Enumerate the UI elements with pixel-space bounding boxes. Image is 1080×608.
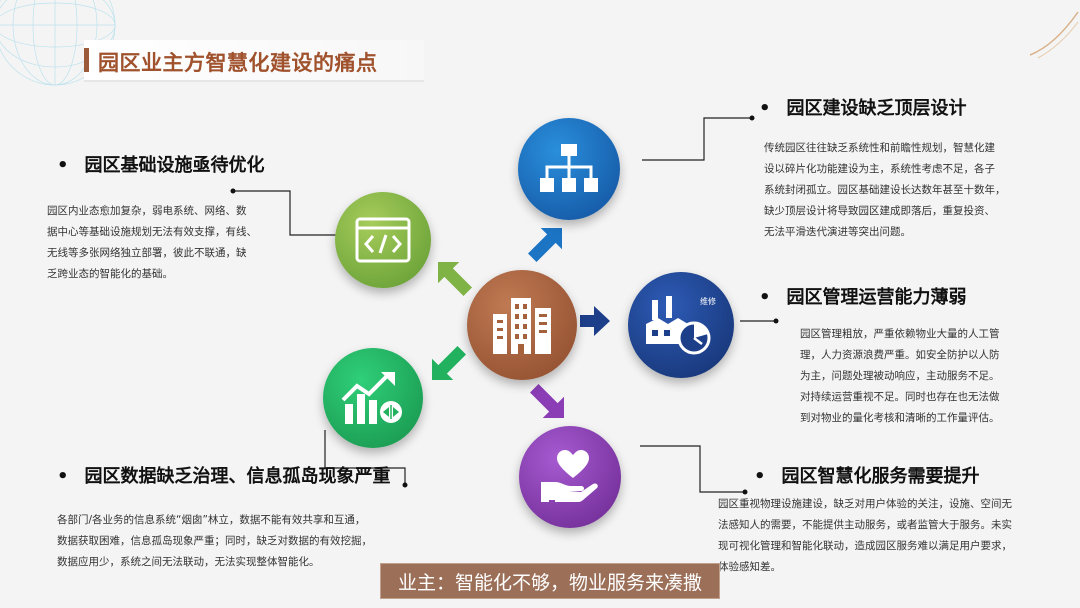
desc-line: 园区管理粗放，严重依赖物业大量的人工管 — [800, 328, 1000, 340]
buildings-icon — [493, 298, 551, 354]
code-window-icon — [355, 217, 411, 263]
heading-text: 园区智慧化服务需要提升 — [781, 466, 980, 487]
desc-line: 园区内业态愈加复杂，弱电系统、网络、数 — [47, 205, 247, 217]
arrow-to-infrastructure — [438, 262, 472, 296]
page-title: 园区业主方智慧化建设的痛点 — [98, 51, 378, 75]
heading-data: • 园区数据缺乏治理、信息孤岛现象严重 — [57, 462, 391, 488]
desc-line: 体验感知差。 — [718, 561, 781, 573]
desc-design: 传统园区往往缺乏系统性和前瞻性规划，智慧化建 设以碎片化功能建设为主，系统性考虑… — [764, 138, 1064, 243]
desc-line: 理，人力资源浪费严重。如安全防护以人防 — [800, 349, 1000, 361]
banner-text: 业主：智能化不够，物业服务来凑撒 — [397, 571, 702, 594]
title-accent — [84, 48, 89, 72]
heading-infrastructure: • 园区基础设施亟待优化 — [57, 151, 265, 177]
title-bar: 园区业主方智慧化建设的痛点 — [84, 40, 424, 82]
center-circle — [467, 270, 577, 380]
bullet: • — [57, 466, 69, 487]
bottom-banner: 业主：智能化不够，物业服务来凑撒 — [380, 563, 720, 599]
desc-line: 到对物业的量化考核和清晰的工作量评估。 — [800, 412, 1000, 424]
desc-line: 无法平滑迭代演进等突出问题。 — [764, 226, 911, 238]
desc-line: 园区重视物理设施建设，缺乏对用户体验的关注，设施、空间无 — [718, 498, 1012, 510]
operations-circle: 维修 — [628, 272, 734, 378]
desc-line: 设以碎片化功能建设为主，系统性考虑不足，各子 — [764, 163, 995, 175]
desc-service: 园区重视物理设施建设，缺乏对用户体验的关注，设施、空间无 法感知人的需要，不能提… — [718, 494, 1068, 578]
bullet: • — [754, 466, 766, 487]
desc-infrastructure: 园区内业态愈加复杂，弱电系统、网络、数 据中心等基础设施规划无法有效支撑，有线、… — [47, 201, 297, 285]
growth-chart-icon — [341, 372, 402, 424]
arrow-to-design — [528, 228, 562, 262]
desc-operations: 园区管理粗放，严重依赖物业大量的人工管 理，人力资源浪费严重。如安全防护以人防 … — [800, 324, 1070, 429]
heading-text: 园区建设缺乏顶层设计 — [786, 98, 967, 119]
heart-hand-icon — [541, 450, 598, 502]
desc-line: 为主，问题处理被动响应，主动服务不足。 — [800, 370, 1000, 382]
desc-line: 数据应用少，系统之间无法联动，无法实现整体智能化。 — [57, 556, 320, 568]
service-circle — [519, 426, 621, 528]
heading-operations: • 园区管理运营能力薄弱 — [759, 283, 967, 309]
bullet: • — [57, 155, 69, 176]
design-circle — [518, 118, 620, 220]
desc-line: 系统封闭孤立。园区基础建设长达数年甚至十数年， — [764, 184, 1006, 196]
swoosh-decoration — [1029, 11, 1079, 59]
org-chart-icon — [540, 144, 598, 192]
bullet: • — [759, 287, 771, 308]
heading-text: 园区管理运营能力薄弱 — [786, 287, 967, 308]
arrow-to-data — [432, 346, 466, 380]
factory-clock-icon: 维修 — [646, 296, 716, 355]
desc-line: 数据获取困难，信息孤岛现象严重；同时，缺乏对数据的有效挖掘， — [57, 535, 372, 547]
desc-line: 据中心等基础设施规划无法有效支撑，有线、 — [47, 226, 257, 238]
connector-service — [640, 445, 745, 493]
data-circle — [323, 348, 423, 448]
desc-line: 传统园区往往缺乏系统性和前瞻性规划，智慧化建 — [764, 142, 995, 154]
heading-design: • 园区建设缺乏顶层设计 — [759, 94, 967, 120]
desc-line: 缺少顶层设计将导致园区建成即落后，重复投资、 — [764, 205, 995, 217]
heading-text: 园区数据缺乏治理、信息孤岛现象严重 — [84, 466, 391, 487]
desc-line: 现可视化管理和智能化联动，造成园区服务难以满足用户要求， — [718, 540, 1012, 552]
infrastructure-circle — [335, 192, 431, 288]
desc-line: 无线等多张网络独立部署，彼此不联通，缺 — [47, 247, 247, 259]
desc-line: 乏跨业态的智能化的基础。 — [47, 268, 173, 280]
maintenance-badge: 维修 — [700, 296, 716, 306]
arrow-to-service — [530, 384, 564, 418]
desc-data: 各部门/各业务的信息系统“烟囱”林立，数据不能有效共享和互通， 数据获取困难，信… — [57, 510, 437, 573]
desc-line: 各部门/各业务的信息系统“烟囱”林立，数据不能有效共享和互通， — [57, 514, 366, 526]
desc-line: 法感知人的需要，不能提供主动服务，或者监管大于服务。未实 — [718, 519, 1012, 531]
wireframe-globe-decoration — [0, 0, 116, 86]
heading-text: 园区基础设施亟待优化 — [84, 155, 265, 176]
heading-service: • 园区智慧化服务需要提升 — [754, 462, 980, 488]
bullet: • — [759, 98, 771, 119]
arrow-to-operations — [580, 306, 610, 336]
connector-design — [642, 117, 752, 161]
desc-line: 对持续运营重视不足。同时也存在也无法做 — [800, 391, 1000, 403]
